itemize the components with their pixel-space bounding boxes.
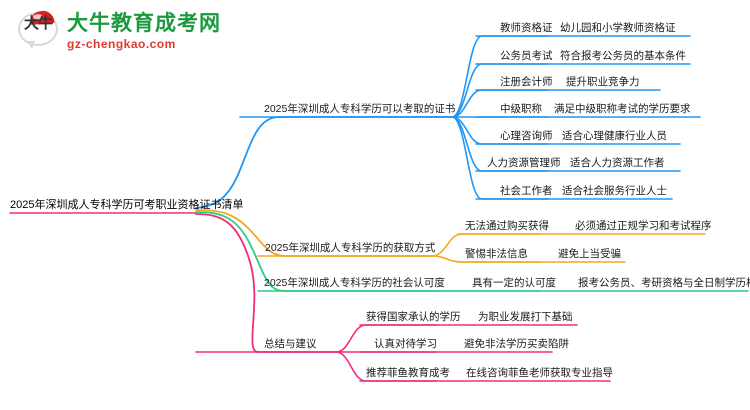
detail-node-2-1[interactable]: 必须通过正规学习和考试程序 bbox=[575, 220, 712, 232]
logo-mark-icon: 大牛 bbox=[18, 10, 60, 51]
child-node-1-7[interactable]: 社会工作者 bbox=[500, 185, 553, 197]
logo-subtitle-url: gz-chengkao.com bbox=[67, 36, 176, 51]
branch-node-3[interactable]: 2025年深圳成人专科学历的社会认可度 bbox=[264, 277, 445, 289]
logo-mark-glyph: 大牛 bbox=[23, 15, 53, 32]
detail-node-2-2[interactable]: 避免上当受骗 bbox=[558, 248, 621, 260]
detail-node-1-2[interactable]: 符合报考公务员的基本条件 bbox=[560, 50, 686, 62]
trunk-branch-orange bbox=[195, 209, 433, 257]
trunk-branch-green bbox=[195, 211, 435, 292]
branch-node-1[interactable]: 2025年深圳成人专科学历可以考取的证书 bbox=[264, 103, 456, 115]
branch-node-2[interactable]: 2025年深圳成人专科学历的获取方式 bbox=[265, 242, 436, 254]
child-node-1-5[interactable]: 心理咨询师 bbox=[500, 130, 553, 142]
detail-node-1-3[interactable]: 提升职业竞争力 bbox=[566, 76, 640, 88]
detail-node-1-1[interactable]: 幼儿园和小学教师资格证 bbox=[560, 22, 676, 34]
child-node-4-3[interactable]: 推荐菲鱼教育成考 bbox=[366, 367, 450, 379]
logo-text-group: 大牛教育成考网 gz-chengkao.com bbox=[67, 13, 221, 50]
child-node-2-1[interactable]: 无法通过购买获得 bbox=[465, 220, 549, 232]
child-node-1-4[interactable]: 中级职称 bbox=[500, 103, 542, 115]
detail-node-4-2[interactable]: 避免非法学历买卖陷阱 bbox=[464, 338, 569, 350]
speech-bubble-tail-shape bbox=[27, 41, 35, 49]
branch-node-4[interactable]: 总结与建议 bbox=[264, 338, 317, 350]
trunk-branch-pink bbox=[195, 213, 337, 353]
child-node-4-1[interactable]: 获得国家承认的学历 bbox=[366, 311, 461, 323]
child-node-1-2[interactable]: 公务员考试 bbox=[500, 50, 553, 62]
child-node-1-3[interactable]: 注册会计师 bbox=[500, 76, 553, 88]
detail-node-3-1[interactable]: 报考公务员、考研资格与全日制学历相同 bbox=[578, 277, 750, 289]
detail-node-1-4[interactable]: 满足中级职称考试的学历要求 bbox=[554, 103, 691, 115]
detail-node-4-3[interactable]: 在线咨询菲鱼老师获取专业指导 bbox=[466, 367, 613, 379]
child-node-4-2[interactable]: 认真对待学习 bbox=[374, 338, 437, 350]
mindmap-root-node[interactable]: 2025年深圳成人专科学历可考职业资格证书清单 bbox=[10, 199, 244, 211]
detail-node-1-5[interactable]: 适合心理健康行业人员 bbox=[562, 130, 667, 142]
detail-node-1-6[interactable]: 适合人力资源工作者 bbox=[570, 157, 665, 169]
detail-node-4-1[interactable]: 为职业发展打下基础 bbox=[478, 311, 573, 323]
child-node-1-1[interactable]: 教师资格证 bbox=[500, 22, 553, 34]
child-node-3-1[interactable]: 具有一定的认可度 bbox=[472, 277, 556, 289]
detail-node-1-7[interactable]: 适合社会服务行业人士 bbox=[562, 185, 667, 197]
child-node-1-6[interactable]: 人力资源管理师 bbox=[487, 157, 561, 169]
site-logo: 大牛 大牛教育成考网 gz-chengkao.com bbox=[18, 8, 228, 54]
logo-title: 大牛教育成考网 bbox=[67, 11, 221, 35]
trunk-branch-blue bbox=[195, 116, 453, 209]
child-node-2-2[interactable]: 警惕非法信息 bbox=[465, 248, 528, 260]
